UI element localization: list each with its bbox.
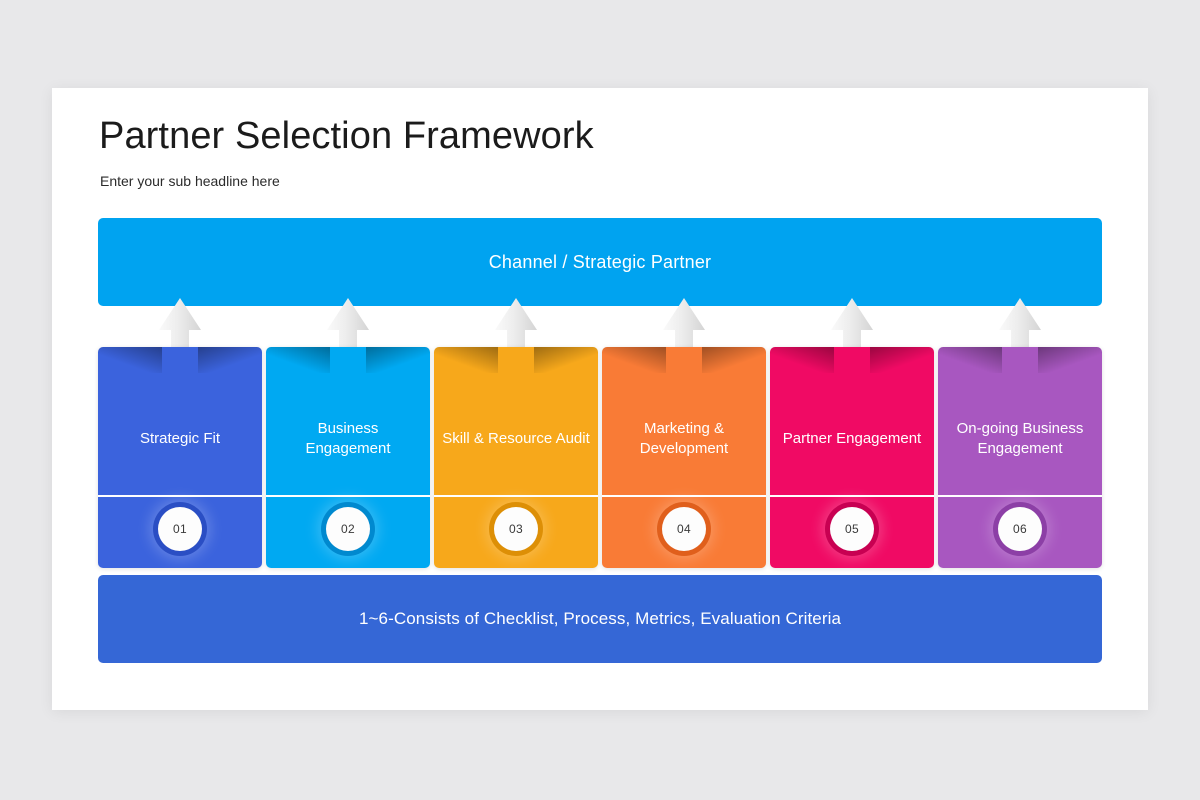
bottom-banner[interactable]: 1~6-Consists of Checklist, Process, Metr… <box>98 575 1102 663</box>
card-title: On-going Business Engagement <box>956 420 1084 457</box>
card-title: Business Engagement <box>305 420 391 457</box>
card-top-shadow <box>266 347 430 373</box>
card-title: Strategic Fit <box>139 430 221 447</box>
cards-row: Strategic Fit 01 Business Engagement 02 Skil… <box>98 347 1102 568</box>
step-number-badge: 02 <box>326 507 370 551</box>
card-divider <box>266 495 430 497</box>
card-top-shadow <box>434 347 598 373</box>
card-title: Marketing & Development <box>639 420 729 457</box>
step-card[interactable]: On-going Business Engagement 06 <box>938 347 1102 568</box>
slide-canvas: Partner Selection Framework Enter your s… <box>52 88 1148 710</box>
step-number-badge: 03 <box>494 507 538 551</box>
card-title: Partner Engagement <box>782 430 922 447</box>
top-banner-label: Channel / Strategic Partner <box>488 251 712 272</box>
page-title: Partner Selection Framework <box>99 115 594 157</box>
card-divider <box>602 495 766 497</box>
step-card[interactable]: Strategic Fit 01 <box>98 347 262 568</box>
top-banner[interactable]: Channel / Strategic Partner <box>98 218 1102 306</box>
step-number-badge: 05 <box>830 507 874 551</box>
card-title: Skill & Resource Audit <box>442 430 590 447</box>
card-divider <box>770 495 934 497</box>
step-card[interactable]: Skill & Resource Audit 03 <box>434 347 598 568</box>
step-number-badge: 04 <box>662 507 706 551</box>
page-subtitle: Enter your sub headline here <box>100 173 280 189</box>
bottom-banner-label: 1~6-Consists of Checklist, Process, Metr… <box>358 609 842 628</box>
card-divider <box>98 495 262 497</box>
step-card[interactable]: Marketing & Development 04 <box>602 347 766 568</box>
card-top-shadow <box>98 347 262 373</box>
step-card[interactable]: Partner Engagement 05 <box>770 347 934 568</box>
card-divider <box>938 495 1102 497</box>
step-number-badge: 06 <box>998 507 1042 551</box>
card-top-shadow <box>938 347 1102 373</box>
card-divider <box>434 495 598 497</box>
card-top-shadow <box>602 347 766 373</box>
card-top-shadow <box>770 347 934 373</box>
step-card[interactable]: Business Engagement 02 <box>266 347 430 568</box>
step-number-badge: 01 <box>158 507 202 551</box>
